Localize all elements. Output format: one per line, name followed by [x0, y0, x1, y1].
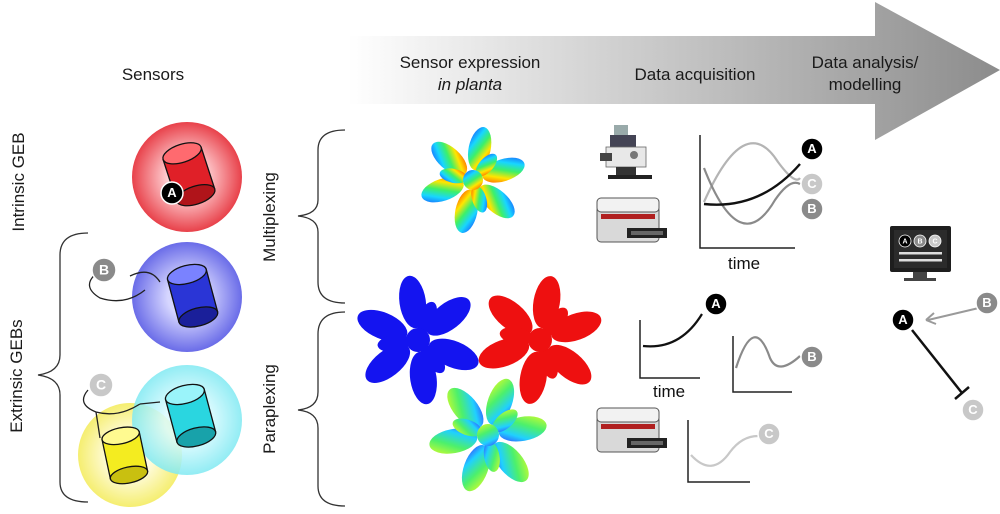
marker-c-sensor: C: [88, 372, 114, 398]
marker-c-sensor-circle: [88, 372, 114, 398]
header-data-analysis: Data analysis/ modelling: [790, 52, 940, 96]
marker-b-plot: B: [800, 197, 824, 221]
marker-a-plot-circle: [800, 137, 824, 161]
marker-b-sensor-letter: B: [99, 262, 109, 278]
marker-a-network-letter: A: [898, 312, 908, 327]
marker-b-monitor-circle: [913, 234, 927, 248]
marker-c-monitor-circle: [928, 234, 942, 248]
paraplexing-plot-a: [639, 313, 703, 379]
marker-a-paraplot-circle: [704, 292, 728, 316]
sensor-b-extrinsic: [88, 242, 242, 352]
marker-c-monitor-letter: C: [932, 238, 937, 245]
marker-b-plot-circle: [800, 197, 824, 221]
marker-c-paraplot-letter: C: [764, 426, 774, 441]
process-arrow: [205, 2, 1000, 140]
header-sensor-expression-line2: in planta: [437, 75, 503, 94]
marker-c-plot-circle: [800, 172, 824, 196]
marker-c-paraplot: C: [757, 422, 781, 446]
marker-c-plot-letter: C: [807, 176, 817, 191]
marker-b-monitor-letter: B: [917, 238, 922, 245]
marker-c-plot: C: [800, 172, 824, 196]
marker-a-monitor-letter: A: [902, 238, 907, 245]
marker-a-paraplot: A: [704, 292, 728, 316]
marker-b-paraplot-circle: [800, 345, 824, 369]
marker-c-network: C: [961, 398, 985, 422]
multiplexing-brace: [297, 129, 346, 304]
marker-b-network: B: [975, 291, 999, 315]
paraplexing-brace: [297, 311, 346, 507]
paraplexing-plot-c: [687, 420, 759, 483]
time-axis-label-2: time: [653, 382, 686, 401]
marker-c-paraplot-circle: [757, 422, 781, 446]
marker-b-sensor-circle: [91, 257, 117, 283]
header-analysis-line2: modelling: [828, 75, 902, 94]
marker-c-network-circle: [961, 398, 985, 422]
header-sensor-expression-line1: Sensor expression: [399, 53, 541, 72]
marker-a-sensor: A: [160, 181, 184, 205]
marker-a-plot-letter: A: [807, 141, 817, 156]
label-intrinsic-geb: Intrinsic GEB: [9, 132, 28, 232]
marker-a-monitor-circle: [898, 234, 912, 248]
header-sensor-expression: Sensor expression in planta: [370, 52, 570, 96]
extrinsic-brace: [37, 232, 89, 503]
marker-a-network-circle: [891, 308, 915, 332]
marker-b-network-letter: B: [982, 295, 991, 310]
sensor-c-extrinsic: [78, 365, 242, 507]
marker-a-sensor-letter: A: [167, 185, 177, 200]
marker-b-plot-letter: B: [807, 201, 816, 216]
label-paraplexing: Paraplexing: [260, 364, 279, 454]
network-model: [911, 306, 984, 400]
plant-red: [466, 265, 614, 415]
sensor-a-intrinsic: [132, 122, 242, 232]
time-axis-label-1: time: [728, 254, 761, 273]
paraplexing-plot-b: [732, 336, 801, 393]
label-extrinsic-gebs: Extrinsic GEBs: [7, 319, 26, 433]
header-sensors: Sensors: [121, 65, 185, 84]
marker-c-network-letter: C: [968, 402, 978, 417]
marker-a-monitor: A: [898, 234, 912, 248]
marker-b-paraplot: B: [800, 345, 824, 369]
marker-a-sensor-circle: [160, 181, 184, 205]
microscope-image: [599, 124, 653, 180]
plate-reader-image-2: [596, 407, 668, 453]
monitor-icon: [890, 226, 951, 281]
marker-c-monitor: C: [928, 234, 942, 248]
marker-b-network-circle: [975, 291, 999, 315]
marker-a-paraplot-letter: A: [711, 296, 721, 311]
marker-b-monitor: B: [913, 234, 927, 248]
multiplexing-plot: [699, 135, 801, 249]
header-data-acquisition: Data acquisition: [634, 65, 756, 84]
marker-c-sensor-letter: C: [96, 377, 106, 393]
label-multiplexing: Multiplexing: [260, 172, 279, 262]
marker-a-network: A: [891, 308, 915, 332]
marker-b-sensor: B: [91, 257, 117, 283]
marker-a-plot: A: [800, 137, 824, 161]
header-analysis-line1: Data analysis/: [811, 53, 919, 72]
plant-blue: [346, 267, 490, 413]
marker-b-paraplot-letter: B: [807, 349, 816, 364]
plate-reader-image: [596, 197, 668, 243]
plant-multiplexed: [410, 116, 536, 244]
